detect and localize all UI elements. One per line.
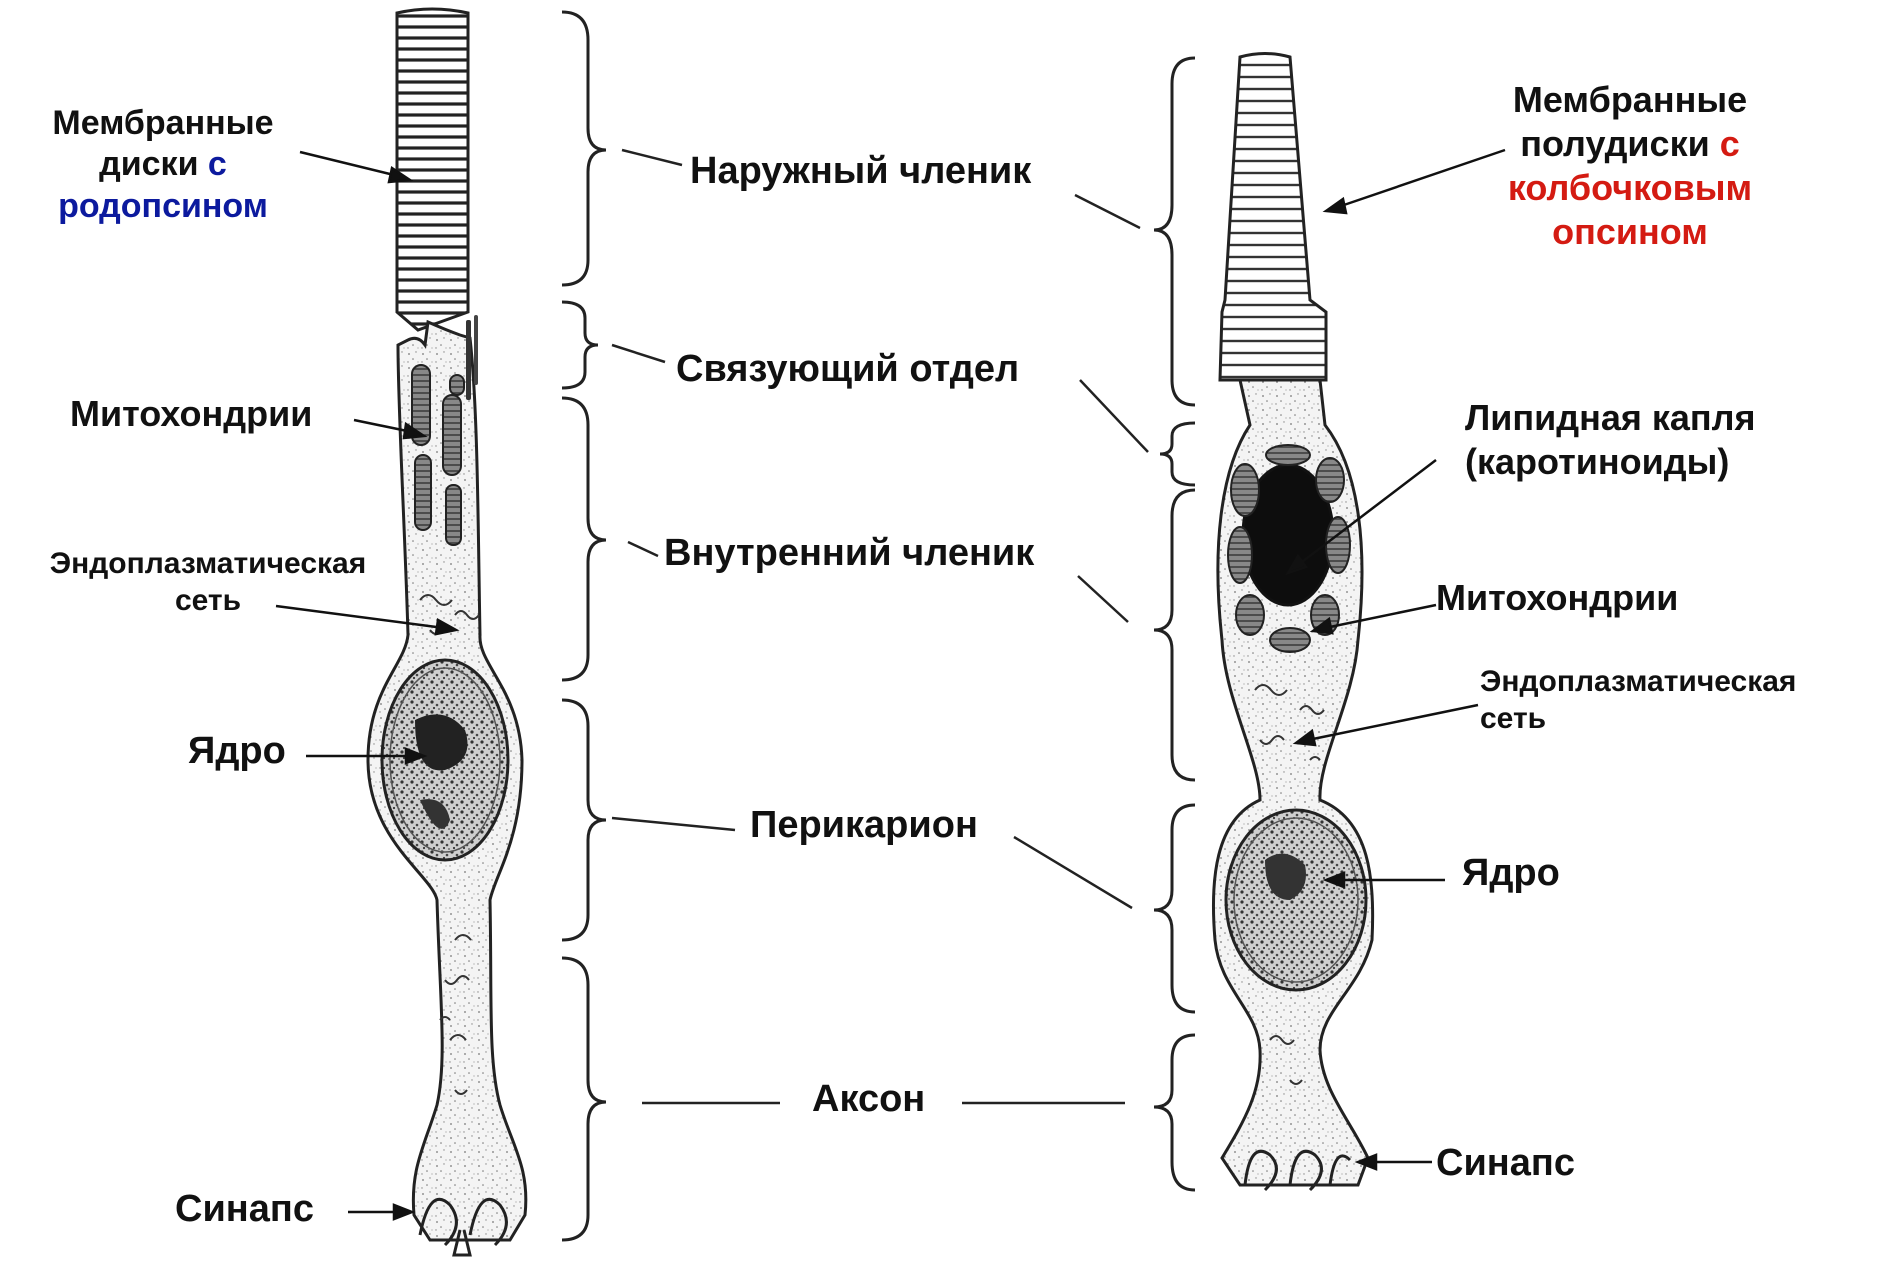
cone-nucleus bbox=[1226, 810, 1366, 990]
cone-discs-line3: колбочковым bbox=[1460, 166, 1800, 210]
rod-region-braces bbox=[562, 12, 606, 1240]
rod-discs-line1: Мембранные bbox=[18, 103, 308, 144]
cone-region-braces bbox=[1154, 58, 1195, 1190]
cone-discs-with: с bbox=[1720, 123, 1740, 164]
rod-discs-line2: диски с bbox=[18, 144, 308, 185]
rod-discs-label: Мембранные диски с родопсином bbox=[18, 103, 308, 227]
cone-er-line1: Эндоплазматическая bbox=[1480, 664, 1796, 701]
cone-outer-segment bbox=[1220, 54, 1326, 381]
cone-mitochondria-label: Митохондрии bbox=[1436, 576, 1678, 620]
perikaryon-label: Перикарион bbox=[750, 802, 978, 848]
rod-er-label: Эндоплазматическая сеть bbox=[8, 546, 408, 619]
axon-label: Аксон bbox=[812, 1076, 925, 1122]
rod-mitochondria-label: Митохондрии bbox=[70, 392, 312, 436]
cone-cell bbox=[1213, 54, 1372, 1191]
cone-discs-line4: опсином bbox=[1460, 210, 1800, 254]
cone-discs-label: Мембранные полудиски с колбочковым опсин… bbox=[1460, 78, 1800, 254]
inner-segment-label: Внутренний членик bbox=[664, 530, 1034, 576]
cone-lipid-line1: Липидная капля bbox=[1465, 396, 1756, 440]
outer-segment-label: Наружный членик bbox=[690, 148, 1031, 194]
rod-discs-line3: родопсином bbox=[18, 186, 308, 227]
cone-synapse-label: Синапс bbox=[1436, 1140, 1575, 1186]
center-leader-lines bbox=[612, 150, 1148, 1103]
rod-discs-with: с bbox=[208, 145, 227, 183]
cone-er-line2: сеть bbox=[1480, 701, 1796, 738]
cone-lipid-line2: (каротиноиды) bbox=[1465, 440, 1756, 484]
cone-er-label: Эндоплазматическая сеть bbox=[1480, 664, 1796, 737]
rod-outer-segment bbox=[397, 9, 468, 330]
cone-discs-line2: полудиски с bbox=[1460, 122, 1800, 166]
connecting-section-label: Связующий отдел bbox=[676, 346, 1019, 392]
rod-nucleus-label: Ядро bbox=[188, 728, 286, 774]
rod-nucleus bbox=[382, 660, 508, 860]
rod-synapse-label: Синапс bbox=[175, 1186, 314, 1232]
cone-lipid-label: Липидная капля (каротиноиды) bbox=[1465, 396, 1756, 484]
cone-nucleus-label: Ядро bbox=[1462, 850, 1560, 896]
rod-er-line2: сеть bbox=[8, 583, 408, 620]
rod-er-line1: Эндоплазматическая bbox=[8, 546, 408, 583]
cone-discs-line1: Мембранные bbox=[1460, 78, 1800, 122]
